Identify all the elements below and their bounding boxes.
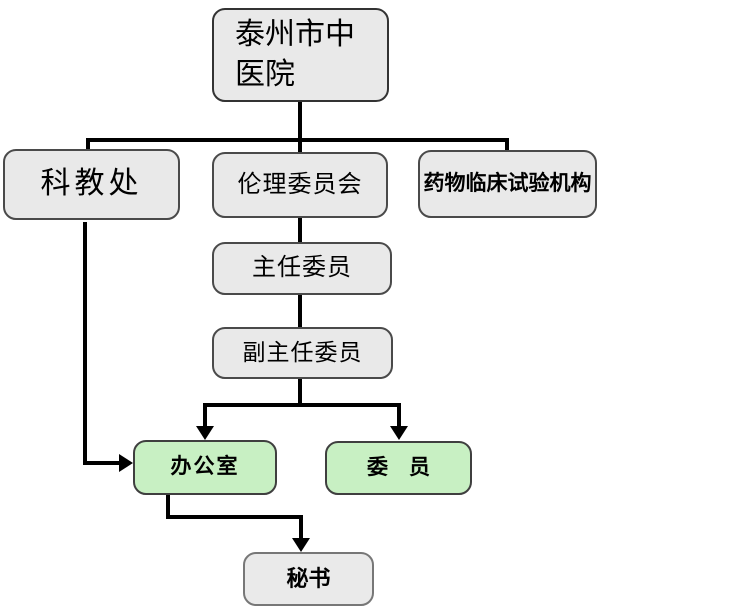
connector-ethics-to-chairman [298,216,302,244]
connector-split-to-members [397,403,401,428]
node-secretary-label: 秘书 [286,566,331,592]
arrowhead-down-members-icon [390,426,408,440]
node-members-label: 委 员 [367,455,430,479]
arrowhead-down-secretary-icon [292,538,310,552]
connector-drop-science-education [86,138,90,152]
node-office: 办公室 [133,440,277,495]
arrowhead-down-office-icon [196,426,214,440]
connector-hospital-stem [298,100,302,154]
node-members: 委 员 [325,441,472,495]
node-hospital-label: 泰州市中医院 [235,17,355,92]
node-drug-trial-institution: 药物临床试验机构 [418,150,597,218]
node-deputy-chairman: 副主任委员 [212,327,393,379]
connector-elbow-to-secretary [299,515,303,540]
connector-drop-drug-trial [505,138,509,153]
node-drug-trial-institution-label: 药物临床试验机构 [423,171,592,195]
node-science-education-dept: 科教处 [3,149,180,220]
connector-science-education-down [83,222,87,465]
node-chairman: 主任委员 [212,242,392,295]
node-office-label: 办公室 [170,455,240,479]
connector-office-down [166,495,170,519]
node-secretary: 秘书 [243,552,374,606]
connector-top-horizontal-bar [86,138,509,142]
connector-chairman-to-deputy [298,294,302,329]
connector-deputy-split-stem [298,377,302,407]
node-ethics-committee: 伦理委员会 [212,152,388,218]
connector-science-education-to-office [83,461,121,465]
connector-deputy-split-bar [203,403,401,407]
connector-split-to-office [203,403,207,428]
node-chairman-label: 主任委员 [252,254,352,282]
connector-office-elbow [166,515,303,519]
node-science-education-label: 科教处 [40,167,143,201]
arrowhead-right-office-icon [119,454,133,472]
node-hospital: 泰州市中医院 [212,8,389,102]
node-deputy-chairman-label: 副主任委员 [242,339,363,366]
node-ethics-committee-label: 伦理委员会 [237,170,363,198]
